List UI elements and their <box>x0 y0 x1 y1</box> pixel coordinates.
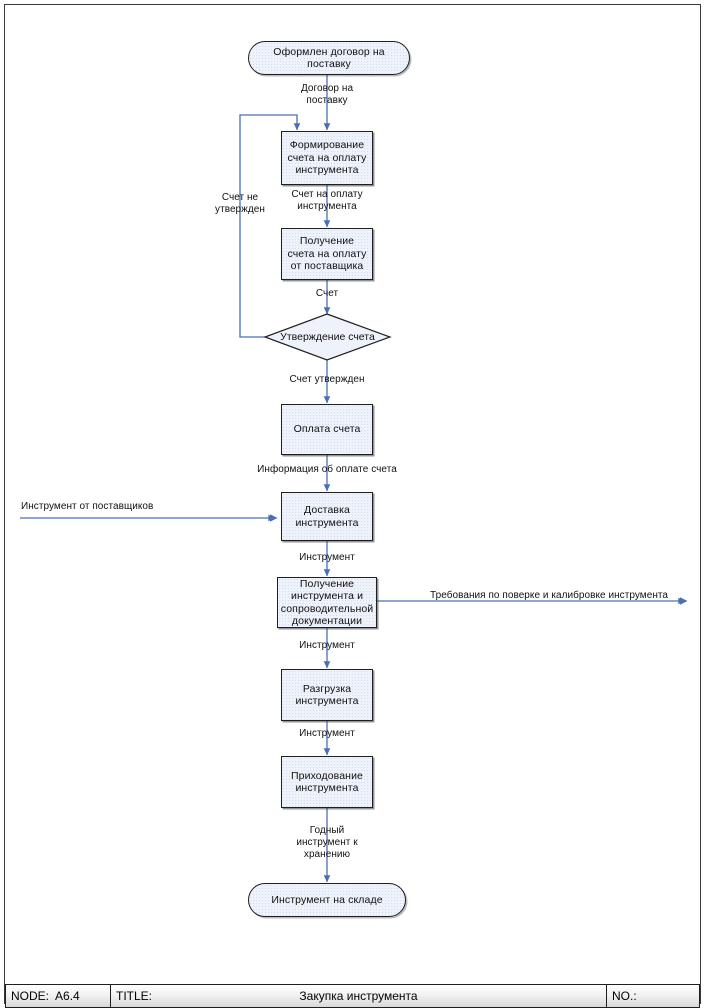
node-approve-shape <box>263 313 392 361</box>
node-form-invoice[interactable]: Формирование счета на оплату инструмента <box>281 131 373 185</box>
node-end-label: Инструмент на складе <box>271 893 383 906</box>
edge-label-calibration-requirements: Требования по поверке и калибровке инстр… <box>430 590 669 601</box>
edge-label-invoice: Счет <box>315 288 339 299</box>
node-start[interactable]: Оформлен договор на поставку <box>248 41 410 75</box>
title-block: NODE: A6.4 TITLE: Закупка инструмента NO… <box>5 984 700 1008</box>
node-receive-invoice-label: Получение счета на оплату от поставщика <box>287 235 367 273</box>
edge-label-tool-3: Инструмент <box>299 728 355 739</box>
edge-label-tool-1: Инструмент <box>299 552 355 563</box>
node-form-invoice-label: Формирование счета на оплату инструмента <box>287 139 367 177</box>
edge-not-approved-loop <box>239 114 301 338</box>
node-field-label: NODE: <box>11 989 50 1003</box>
title-field-value: Закупка инструмента <box>299 989 418 1003</box>
title-block-title-cell: TITLE: Закупка инструмента <box>111 985 607 1007</box>
node-field-value: A6.4 <box>55 989 80 1003</box>
edge-label-not-approved: Счет не утвержден <box>215 192 265 215</box>
edge-label-invoice-for-payment: Счет на оплату инструмента <box>291 189 363 212</box>
edge-suppliers-arrowhead-2 <box>270 514 278 522</box>
node-start-label: Оформлен договор на поставку <box>273 45 385 71</box>
node-unload[interactable]: Разгрузка инструмента <box>281 669 373 721</box>
edge-label-tools-from-suppliers: Инструмент от поставщиков <box>21 501 154 512</box>
node-acceptance-label: Получение инструмента и сопроводительной… <box>280 577 374 628</box>
node-end[interactable]: Инструмент на складе <box>248 883 406 917</box>
title-field-label: TITLE: <box>116 989 153 1003</box>
node-delivery[interactable]: Доставка инструмента <box>281 492 373 541</box>
node-pay-invoice[interactable]: Оплата счета <box>281 404 373 455</box>
title-block-node-cell: NODE: A6.4 <box>6 985 111 1007</box>
number-field-label: NO.: <box>612 989 637 1003</box>
node-receive-invoice[interactable]: Получение счета на оплату от поставщика <box>281 228 373 280</box>
title-block-number-cell: NO.: <box>607 985 699 1007</box>
edge-label-contract: Договор на поставку <box>300 83 354 106</box>
node-pay-invoice-label: Оплата счета <box>293 423 361 436</box>
edge-label-approved: Счет утвержден <box>289 374 365 385</box>
edge-label-ready-for-storage: Годный инструмент к хранению <box>296 825 358 860</box>
node-unload-label: Разгрузка инструмента <box>295 682 359 708</box>
edge-requirements-arrowhead-2 <box>680 597 688 605</box>
edge-label-tool-2: Инструмент <box>299 640 355 651</box>
node-delivery-label: Доставка инструмента <box>295 504 359 529</box>
node-income-label: Приходование инструмента <box>291 769 363 795</box>
node-income[interactable]: Приходование инструмента <box>281 756 373 808</box>
node-acceptance[interactable]: Получение инструмента и сопроводительной… <box>277 577 377 628</box>
edge-label-payment-info: Информация об оплате счета <box>257 464 397 475</box>
